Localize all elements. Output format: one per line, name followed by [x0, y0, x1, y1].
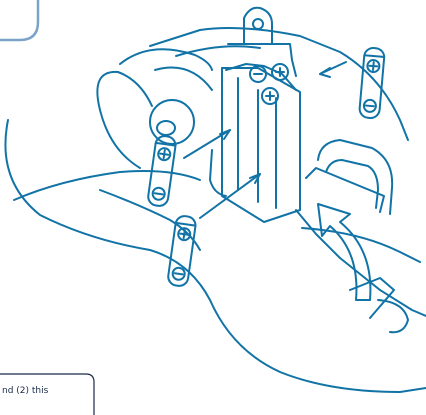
- compartment-base: [210, 150, 226, 196]
- battery-right: [359, 47, 385, 118]
- toy-body-outline: [5, 120, 426, 392]
- top-callout-box: [0, 0, 38, 40]
- rear-shell-inner: [176, 46, 260, 56]
- handle-inner: [326, 160, 378, 208]
- handle-outer: [318, 140, 392, 214]
- callout-text: nd (2) this: [2, 386, 48, 396]
- compartment-frame: [222, 68, 300, 222]
- arrow-bottom-battery: [200, 174, 260, 218]
- toy-inner-curve: [155, 68, 212, 91]
- compartment-tab-hole: [253, 19, 263, 29]
- compartment-tab: [244, 8, 272, 44]
- toy-head-dome: [97, 72, 152, 168]
- socket-inner: [157, 121, 175, 135]
- right-housing-rim: [302, 228, 420, 262]
